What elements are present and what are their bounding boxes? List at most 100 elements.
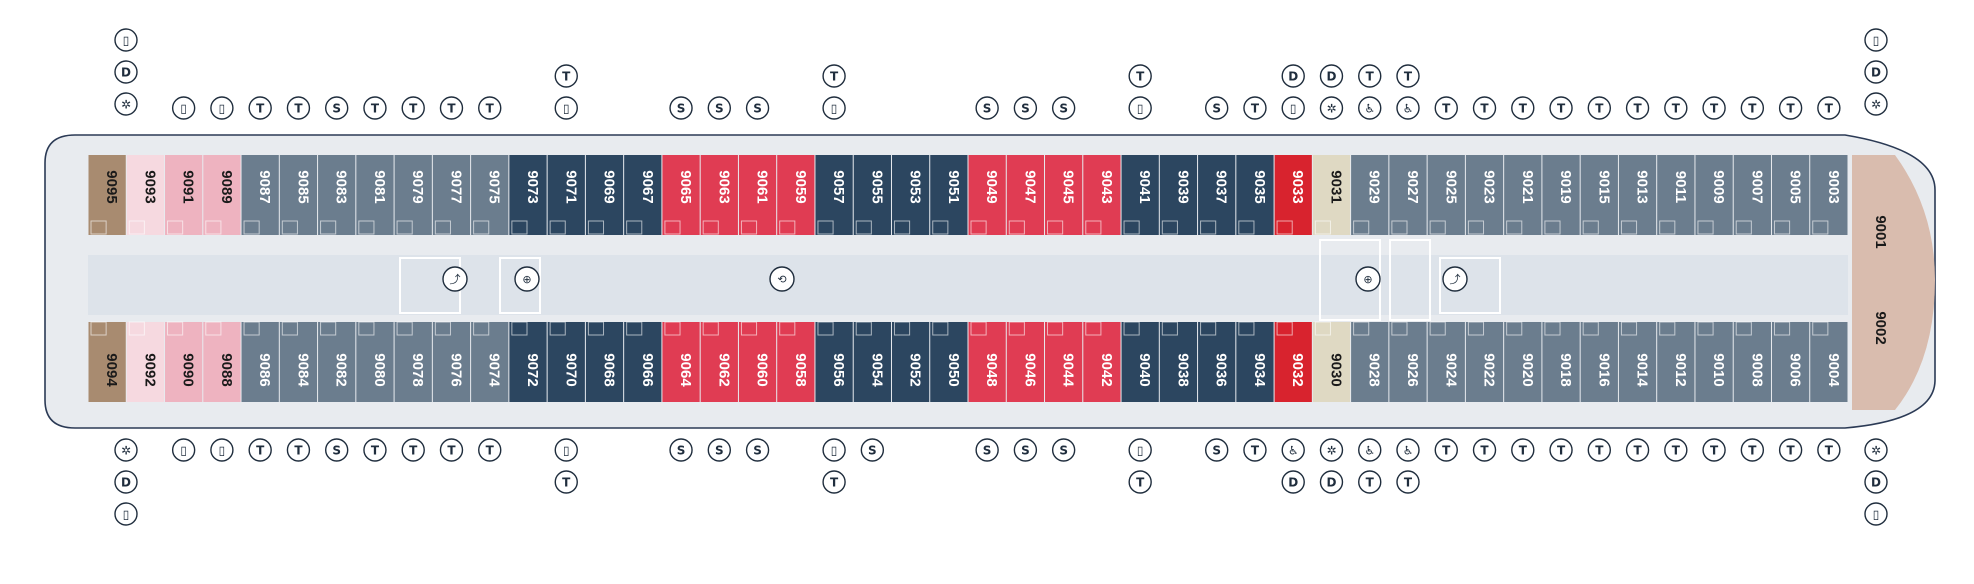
bathroom-unit	[1353, 220, 1370, 235]
twin-bed-icon-glyph: T	[830, 70, 839, 84]
twin-bed-icon	[822, 64, 846, 88]
shower-icon	[210, 438, 234, 462]
cabin-label-9071: 9071	[562, 170, 579, 203]
twin-bed-icon	[1511, 96, 1535, 120]
shower-icon-glyph: ▯	[831, 102, 838, 116]
bathroom-unit	[1200, 220, 1217, 235]
cabin-label-9019: 9019	[1557, 170, 1574, 203]
cabin-label-9065: 9065	[677, 170, 694, 203]
twin-bed-icon-glyph: T	[1672, 444, 1681, 458]
cabin-label-9029: 9029	[1366, 170, 1383, 203]
bathroom-unit	[970, 220, 987, 235]
cabin-9085	[279, 155, 318, 235]
cabin-label-9027: 9027	[1404, 170, 1421, 203]
cabin-label-9086: 9086	[256, 353, 273, 386]
twin-bed-icon	[1128, 470, 1152, 494]
cabin-9079	[394, 155, 432, 235]
sofa-bed-icon-glyph: S	[1021, 102, 1030, 116]
shower-icon-glyph: ▯	[563, 444, 570, 458]
bathroom-unit	[1276, 220, 1293, 235]
cabin-label-9049: 9049	[983, 170, 1000, 203]
twin-bed-icon-glyph: T	[486, 444, 495, 458]
sofa-bed-icon	[975, 96, 999, 120]
twin-bed-icon	[554, 64, 578, 88]
twin-bed-icon-glyph: T	[1710, 102, 1719, 116]
shower-icon	[1864, 502, 1888, 526]
twin-bed-icon-glyph: T	[447, 102, 456, 116]
twin-bed-icon-glyph: T	[294, 444, 303, 458]
lounge-icon-glyph: ⟲	[777, 273, 786, 286]
bathroom-unit	[205, 220, 222, 235]
twin-bed-icon-glyph: T	[256, 444, 265, 458]
twin-bed-icon-glyph: T	[1136, 70, 1145, 84]
cabin-label-9011: 9011	[1672, 171, 1689, 204]
double-bed-icon-glyph: D	[1326, 476, 1336, 490]
bathroom-unit	[1544, 220, 1561, 235]
bathroom-unit	[1429, 321, 1446, 336]
twin-bed-icon-glyph: T	[1557, 102, 1566, 116]
twin-bed-icon	[1625, 96, 1650, 120]
cabin-label-9024: 9024	[1442, 353, 1459, 387]
twin-bed-icon	[1664, 438, 1688, 462]
shower-icon	[171, 438, 196, 462]
twin-bed-icon	[1664, 96, 1688, 120]
bathroom-unit	[587, 321, 605, 336]
cabin-9037	[1198, 155, 1236, 235]
bathroom-unit	[1238, 220, 1255, 235]
sofa-bed-icon	[975, 438, 999, 462]
lounge-icon	[769, 266, 795, 292]
bathroom-unit	[1008, 220, 1025, 235]
bathroom-unit	[511, 321, 528, 336]
double-bed-icon	[1864, 470, 1888, 494]
cabin-label-9054: 9054	[868, 353, 885, 387]
sofa-bed-icon	[745, 438, 770, 462]
sofa-bed-icon	[1204, 96, 1229, 120]
cabin-label-9021: 9021	[1519, 170, 1536, 203]
twin-bed-icon	[1434, 96, 1458, 120]
cabin-label-9052: 9052	[907, 353, 924, 386]
cabin-label-9034: 9034	[1251, 353, 1268, 387]
bathroom-unit	[626, 220, 643, 235]
cabin-9025	[1427, 155, 1465, 235]
shower-icon-glyph: ▯	[1290, 102, 1297, 116]
cabin-label-9063: 9063	[715, 170, 732, 203]
bathroom-unit	[1085, 220, 1102, 235]
bathroom-unit	[702, 321, 719, 336]
cabin-label-9066: 9066	[639, 353, 656, 386]
cabin-label-9030: 9030	[1327, 353, 1344, 386]
cabin-label-9040: 9040	[1136, 353, 1153, 386]
cabin-label-9004: 9004	[1825, 353, 1842, 387]
accessible-icon-glyph: ♿	[1288, 444, 1299, 458]
bathroom-unit	[1467, 321, 1485, 336]
cabin-9023	[1465, 155, 1504, 235]
cabin-label-9041: 9041	[1136, 170, 1153, 203]
central-corridor	[88, 255, 1848, 315]
cabin-9021	[1504, 155, 1542, 235]
bathroom-unit	[167, 220, 184, 235]
whirlpool-icon	[1864, 92, 1888, 116]
cabin-9039	[1159, 155, 1198, 235]
cabin-label-9079: 9079	[409, 170, 426, 203]
elevator-icon-glyph: ⊕	[522, 273, 531, 286]
cabin-label-9032: 9032	[1289, 353, 1306, 386]
twin-bed-icon	[439, 438, 464, 462]
twin-bed-icon-glyph: T	[1787, 444, 1796, 458]
elevator-icon-glyph: ⊕	[1363, 273, 1372, 286]
twin-bed-icon	[1778, 438, 1803, 462]
cabin-label-9091: 9091	[180, 170, 197, 203]
cabin-label-9037: 9037	[1213, 170, 1230, 203]
twin-bed-icon-glyph: T	[1404, 70, 1413, 84]
sofa-bed-icon-glyph: S	[715, 102, 724, 116]
whirlpool-icon	[1319, 96, 1344, 120]
sofa-bed-icon	[707, 438, 732, 462]
cabin-9041	[1121, 155, 1159, 235]
twin-bed-icon-glyph: T	[256, 102, 265, 116]
twin-bed-icon-glyph: T	[371, 444, 380, 458]
cabin-label-9022: 9022	[1481, 353, 1498, 386]
bathroom-unit	[1735, 321, 1752, 336]
twin-bed-icon	[822, 470, 846, 494]
bathroom-unit	[1582, 321, 1599, 336]
